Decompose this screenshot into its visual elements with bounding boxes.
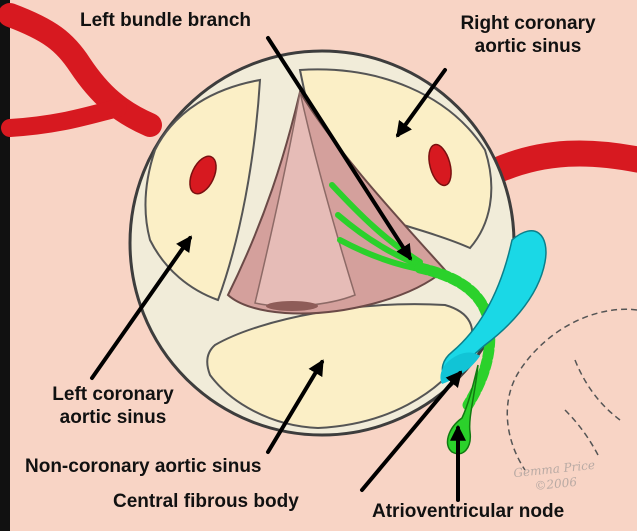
leaflet-fold (266, 301, 318, 311)
label-non-coronary-sinus: Non-coronary aortic sinus (25, 455, 262, 478)
label-left-bundle-branch: Left bundle branch (80, 9, 251, 32)
label-line: Right coronary (428, 12, 628, 35)
label-line: Left coronary (28, 383, 198, 406)
label-central-fibrous-body: Central fibrous body (113, 490, 299, 513)
label-left-coronary-sinus: Left coronary aortic sinus (28, 383, 198, 429)
label-atrioventricular-node: Atrioventricular node (372, 500, 564, 523)
left-border (0, 0, 10, 531)
label-line: aortic sinus (28, 406, 198, 429)
label-right-coronary-sinus: Right coronary aortic sinus (428, 12, 628, 58)
label-line: aortic sinus (428, 35, 628, 58)
